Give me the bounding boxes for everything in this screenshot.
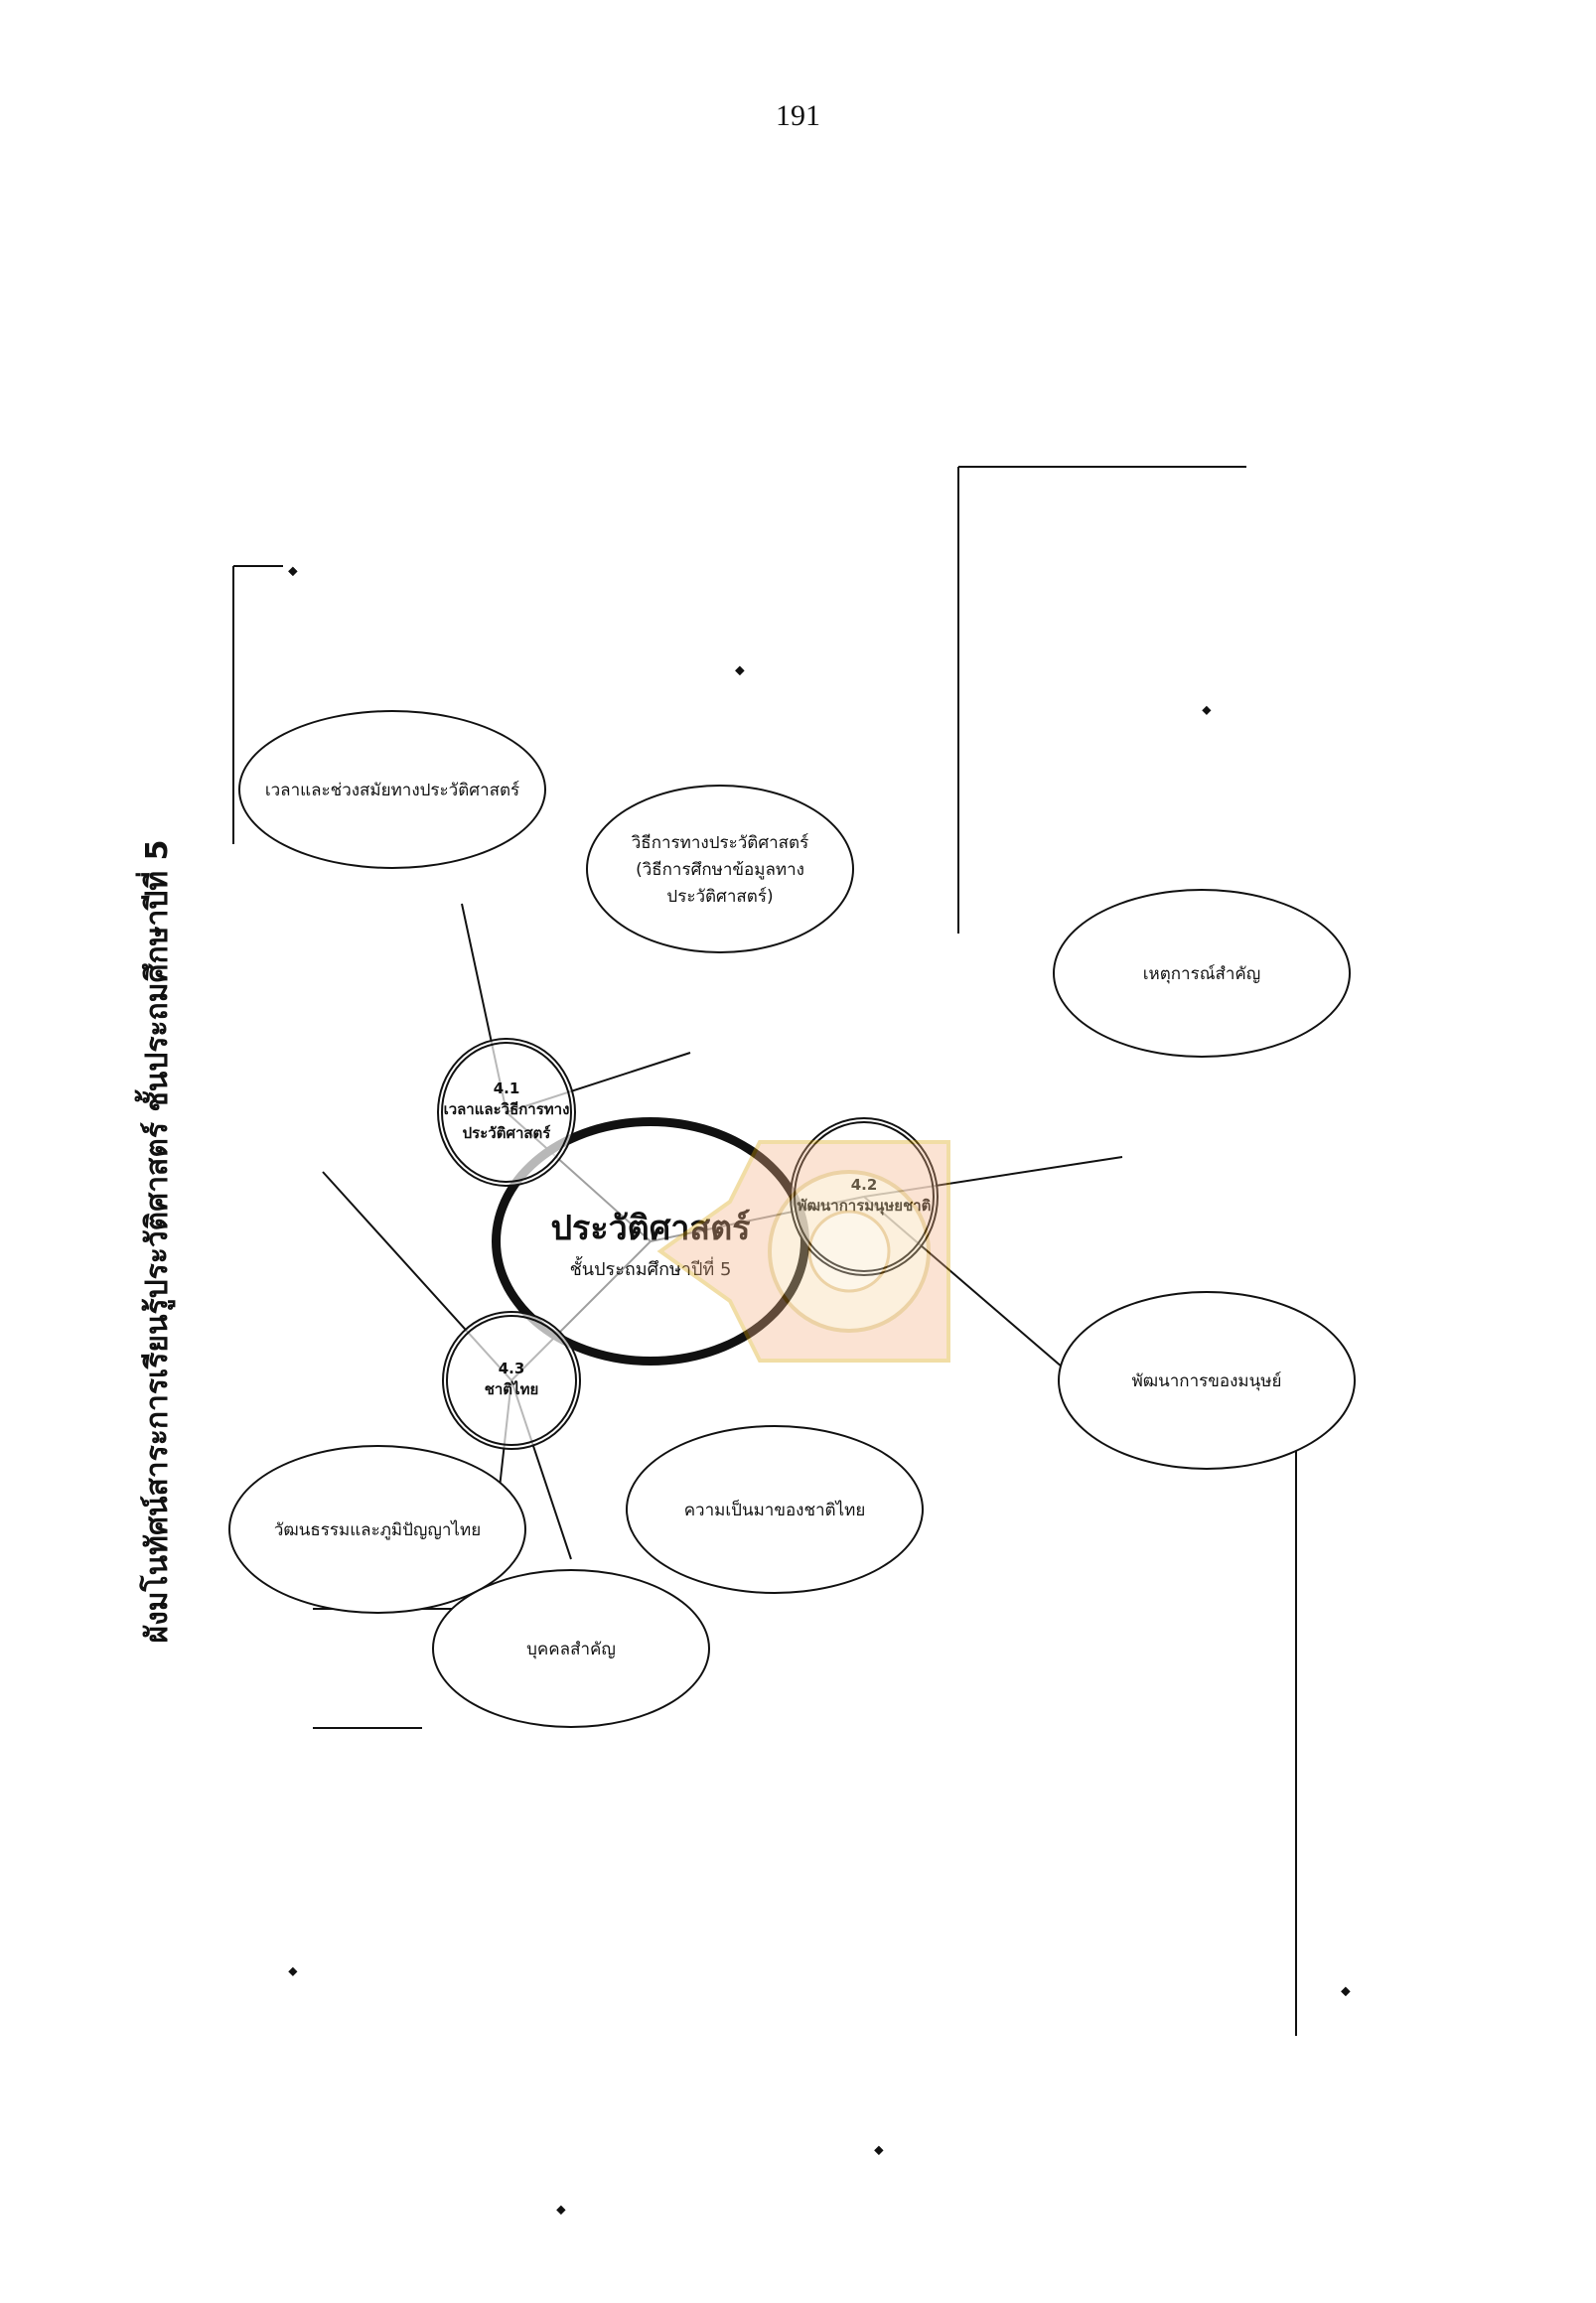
center-title: ประวัติศาสตร์: [550, 1208, 751, 1248]
topic-thai-culture-label: วัฒนธรรมและภูมิปัญญาไทย: [273, 1519, 482, 1540]
concept-map: ผังมโนทัศน์สาระการเรียนรู้ประวัติศาสตร์ …: [134, 228, 1524, 2254]
rotated-diagram-frame: ผังมโนทัศน์สาระการเรียนรู้ประวัติศาสตร์ …: [134, 228, 1524, 2254]
subtopic-4-2: 4.2 พัฒนาการมนุษยชาติ: [790, 1117, 939, 1276]
topic-time-period: เวลาและช่วงสมัยทางประวัติศาสตร์: [238, 710, 546, 869]
topic-important-persons-label: บุคคลสำคัญ: [526, 1639, 616, 1659]
subtopic-4-3-code: 4.3: [498, 1360, 525, 1377]
topic-important-events-label: เหตุการณ์สำคัญ: [1142, 963, 1261, 984]
topic-method-note: (วิธีการศึกษาข้อมูลทางประวัติศาสตร์): [636, 859, 804, 907]
topic-important-events: เหตุการณ์สำคัญ: [1053, 889, 1351, 1058]
topic-thai-nation: ความเป็นมาของชาติไทย: [626, 1425, 924, 1594]
page-number: 191: [776, 99, 820, 132]
topic-method-label: วิธีการทางประวัติศาสตร์: [631, 832, 809, 853]
center-subtitle: ชั้นประถมศึกษาปีที่ 5: [569, 1258, 732, 1280]
topic-method: วิธีการทางประวัติศาสตร์ (วิธีการศึกษาข้อ…: [586, 785, 854, 953]
topic-thai-nation-label: ความเป็นมาของชาติไทย: [683, 1500, 866, 1520]
subtopic-4-1: 4.1 เวลาและวิธีการทางประวัติศาสตร์: [437, 1038, 576, 1187]
topic-time-period-label: เวลาและช่วงสมัยทางประวัติศาสตร์: [264, 780, 520, 800]
topic-human-development-label: พัฒนาการของมนุษย์: [1131, 1370, 1282, 1391]
subtopic-4-1-label: เวลาและวิธีการทางประวัติศาสตร์: [443, 1100, 570, 1142]
subtopic-4-3: 4.3 ชาติไทย: [442, 1311, 581, 1450]
subtopic-4-1-code: 4.1: [493, 1080, 520, 1097]
subtopic-4-2-label: พัฒนาการมนุษยชาติ: [797, 1197, 932, 1215]
subtopic-4-2-code: 4.2: [850, 1176, 878, 1194]
topic-human-development: พัฒนาการของมนุษย์: [1058, 1291, 1356, 1470]
subtopic-4-3-label: ชาติไทย: [484, 1380, 539, 1398]
topic-important-persons: บุคคลสำคัญ: [432, 1569, 710, 1728]
